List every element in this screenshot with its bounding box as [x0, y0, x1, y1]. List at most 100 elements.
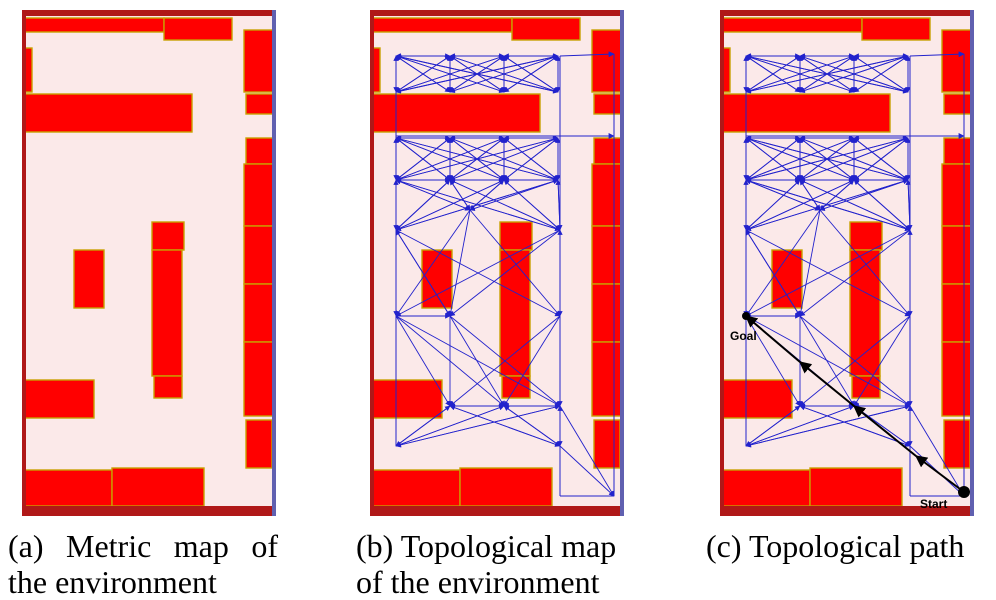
graph-edge [469, 179, 559, 211]
graph-edge [395, 179, 451, 231]
graph-edge [799, 179, 821, 211]
obstacle-block [591, 29, 624, 93]
obstacle-block [22, 47, 33, 93]
map-right-wall [620, 10, 624, 516]
obstacle-block [370, 379, 443, 419]
path-segment [799, 361, 855, 407]
map-right-wall [970, 10, 974, 516]
obstacle-block [941, 29, 974, 93]
graph-edge [745, 179, 801, 231]
obstacle-block [22, 379, 95, 419]
obstacle-block [243, 283, 276, 343]
obstacle-block [591, 163, 624, 227]
graph-edge [819, 179, 855, 211]
graph-edge [745, 405, 801, 447]
caption-line-2: of the environment [356, 564, 600, 600]
graph-edge [853, 179, 911, 231]
graph-edge [449, 137, 559, 181]
map-bottom-wall [22, 506, 276, 516]
graph-edge [395, 137, 505, 181]
graph-edge [559, 51, 615, 58]
graph-edge [745, 405, 855, 447]
graph-edge [503, 55, 559, 93]
obstacle-block [22, 17, 165, 33]
graph-edge [395, 54, 559, 93]
graph-edge [503, 405, 561, 447]
map-left-wall [370, 10, 374, 516]
obstacle-block [151, 249, 183, 377]
graph-edge [449, 315, 561, 407]
graph-edge [798, 209, 821, 317]
graph-edge [449, 179, 471, 211]
obstacle-block [849, 249, 881, 377]
graph-edge [395, 229, 561, 317]
metric-map-panel [22, 10, 276, 516]
obstacle-block [941, 283, 974, 343]
map-left-wall [720, 10, 724, 516]
goal-label: Goal [730, 329, 757, 343]
obstacle-block [73, 249, 105, 309]
obstacle-block [245, 93, 276, 115]
path-segment [915, 455, 965, 493]
obstacle-block [499, 249, 531, 377]
map-background [22, 10, 276, 516]
graph-edge [799, 137, 909, 181]
goal-marker [742, 312, 750, 320]
graph-edge [745, 229, 801, 317]
caption-topological-path: (c) Topological path [706, 528, 986, 564]
obstacle-block [943, 137, 974, 165]
graph-edge [395, 315, 451, 407]
map-right-wall [272, 10, 276, 516]
graph-edge [799, 229, 911, 317]
obstacle-block [591, 341, 624, 417]
graph-edge [395, 405, 505, 447]
graph-edge [909, 405, 965, 497]
obstacle-block [941, 225, 974, 285]
graph-edge [395, 179, 471, 211]
caption-word: map [173, 528, 229, 564]
obstacle-block [499, 221, 533, 251]
obstacle-block [720, 469, 811, 507]
obstacle-block [370, 93, 541, 133]
graph-edge [469, 179, 505, 211]
graph-edge [559, 445, 615, 497]
caption-line-1: (b) Topological map [356, 528, 617, 564]
graph-edge [745, 209, 821, 317]
graph-edge [819, 209, 911, 317]
topological-map-panel [370, 10, 624, 516]
obstacle-block [243, 29, 276, 93]
graph-edge [395, 178, 561, 231]
graph-edge [395, 55, 451, 93]
obstacle-block [245, 419, 273, 469]
obstacle-block [459, 467, 553, 507]
obstacle-block [861, 17, 931, 41]
obstacle-block [720, 17, 863, 33]
obstacle-block [591, 225, 624, 285]
obstacle-block [370, 469, 461, 507]
graph-edge [819, 179, 909, 211]
graph-edge [799, 315, 911, 407]
graph-edge [745, 54, 855, 93]
topological-graph [393, 51, 615, 497]
graph-edge [395, 209, 471, 317]
graph-edge [745, 179, 821, 211]
graph-edge [745, 315, 801, 407]
start-label: Start [920, 497, 947, 511]
metric-map [22, 10, 276, 516]
graph-edge [503, 179, 561, 231]
obstacle-block [22, 93, 193, 133]
graph-edge [745, 178, 911, 231]
obstacle-block [593, 419, 621, 469]
obstacle-block [720, 47, 731, 93]
caption-word: (a) [8, 528, 44, 564]
graph-edge [449, 54, 559, 93]
graph-edge [395, 136, 559, 181]
obstacle-block [151, 221, 185, 251]
graph-edge [909, 51, 965, 58]
path-segment [853, 405, 917, 457]
obstacle-block [511, 17, 581, 41]
obstacle-block [941, 163, 974, 227]
caption-word: Metric [65, 528, 152, 564]
